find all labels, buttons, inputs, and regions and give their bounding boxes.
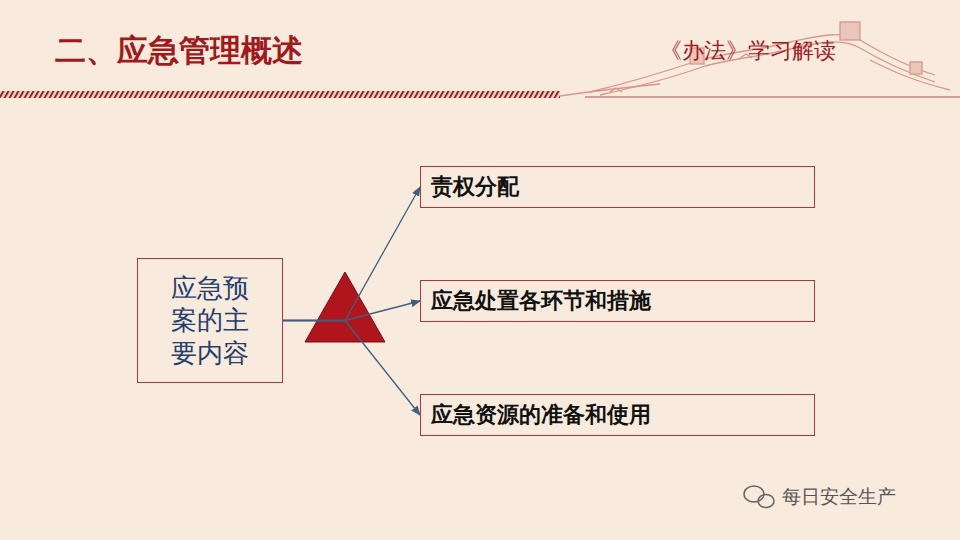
rule-line [585, 96, 960, 97]
content-box: 责权分配 [420, 166, 815, 208]
content-box: 应急处置各环节和措施 [420, 280, 815, 322]
box-text: 应急处置各环节和措施 [431, 287, 651, 315]
content-box: 应急资源的准备和使用 [420, 394, 815, 436]
header-label: 《办法》学习解读 [660, 36, 836, 66]
connector-arrow [283, 321, 420, 416]
box-text: 应急预案的主要内容 [171, 272, 249, 370]
box-text: 责权分配 [431, 173, 519, 201]
connector-arrow [283, 301, 420, 321]
box-text: 应急资源的准备和使用 [431, 401, 651, 429]
connector-arrow [283, 187, 420, 321]
triangle-marker [305, 272, 385, 342]
watermark: 每日安全生产 [782, 484, 896, 510]
wechat-icon [744, 486, 774, 508]
topic-box: 应急预案的主要内容 [137, 258, 283, 383]
slide-title: 二、应急管理概述 [55, 30, 303, 72]
hatched-band [0, 91, 560, 98]
great-wall [560, 22, 950, 96]
